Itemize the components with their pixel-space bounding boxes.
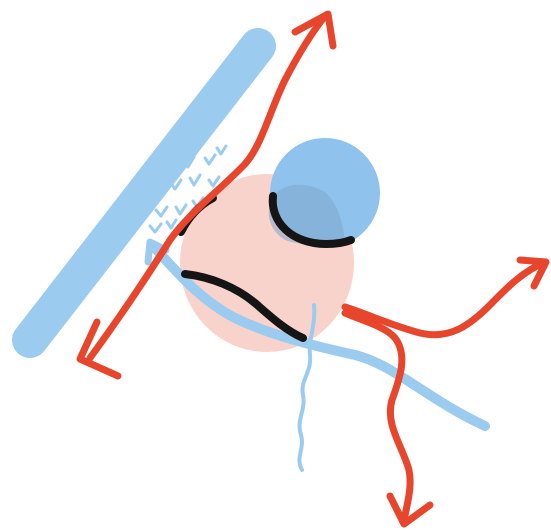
red-down-arrow-line [345,313,410,522]
